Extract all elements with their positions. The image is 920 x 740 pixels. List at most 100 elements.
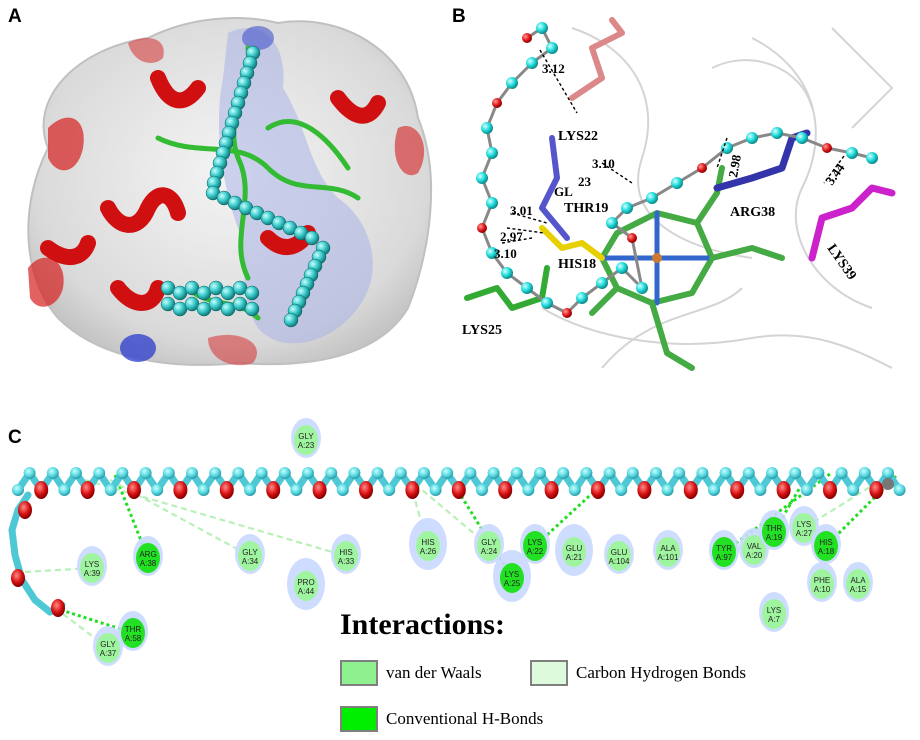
residue-disc xyxy=(96,633,120,663)
residue-discs: LYSA:39ARGA:38THRA:58GLYA:37GLYA:23GLYA:… xyxy=(77,418,873,666)
carbon-atom xyxy=(197,484,210,496)
hbond-dashes xyxy=(501,49,845,244)
oxygen-atom xyxy=(266,481,281,499)
carbon-atom xyxy=(568,484,581,496)
carbon-atom xyxy=(162,467,175,479)
panel-label-c: C xyxy=(8,427,22,448)
oxygen-atom xyxy=(51,599,65,617)
carbon-atom xyxy=(232,467,245,479)
oxygen-atom xyxy=(637,481,652,499)
ligand-atom xyxy=(304,230,320,246)
carbon-atom xyxy=(580,467,593,479)
interaction-line-r8 xyxy=(84,478,347,558)
residue-disc xyxy=(656,537,680,567)
oxygen-atom xyxy=(80,481,95,499)
residue-number: A:15 xyxy=(850,585,867,594)
residue-disc xyxy=(416,531,440,561)
oxygen-atom xyxy=(405,481,420,499)
carbon-atom xyxy=(336,484,349,496)
residue-disc xyxy=(477,531,501,561)
carbon-atom xyxy=(244,484,256,496)
oxygen-atom xyxy=(477,223,487,233)
carbon-atom xyxy=(441,467,454,479)
carbon-atom xyxy=(481,122,493,134)
oxygen-atom xyxy=(127,481,141,499)
legend-item-hbond: Conventional H-Bonds xyxy=(340,706,543,732)
residue-name: VAL xyxy=(747,542,762,551)
carbon-atom xyxy=(476,484,488,496)
ligand-chain xyxy=(476,22,878,318)
interaction-line-r20 xyxy=(824,474,898,548)
oxygen-atom xyxy=(359,481,373,499)
oxygen-atom xyxy=(562,308,572,318)
residue-name: LYS xyxy=(85,560,100,569)
interaction-line-r12 xyxy=(533,486,600,548)
carbon-atom xyxy=(576,292,588,304)
legend-label-hbond: Conventional H-Bonds xyxy=(386,709,544,728)
label-d298: 2.98 xyxy=(725,153,744,179)
residue-name: ALA xyxy=(850,576,866,585)
carbon-atom xyxy=(46,467,59,479)
carbon-atom xyxy=(621,202,633,214)
residue-disc xyxy=(607,541,631,571)
residue-disc xyxy=(742,535,766,565)
carbon-atom xyxy=(521,282,533,294)
carbon-atom xyxy=(603,467,616,479)
residue-number: A:97 xyxy=(716,553,733,562)
carbon-atom xyxy=(325,467,338,479)
carbon-atom xyxy=(534,467,546,479)
oxygen-atom xyxy=(34,481,49,499)
carbon-atom xyxy=(418,467,430,479)
carbon-atom xyxy=(506,77,518,89)
carbon-atom xyxy=(526,57,538,69)
ligand-atoms xyxy=(160,45,331,328)
carbon-atom xyxy=(429,484,442,496)
label-u23: 23 xyxy=(578,174,592,189)
carbon-atom xyxy=(255,467,268,479)
residue-disc xyxy=(238,541,262,571)
carbon-atom xyxy=(486,147,498,159)
oxygen-atom xyxy=(869,481,884,499)
legend-label-chb: Carbon Hydrogen Bonds xyxy=(576,663,746,682)
panel-b-binding-site: 3.12 LYS22 3.10 GL 23 THR19 3.01 2.97 3.… xyxy=(462,17,896,371)
residue-disc xyxy=(334,541,358,571)
label-d310a: 3.10 xyxy=(592,156,615,171)
carbon-atom xyxy=(789,467,802,479)
label-d301: 3.01 xyxy=(510,203,533,218)
residue-name: GLY xyxy=(481,538,497,547)
residue-number: A:101 xyxy=(658,553,679,562)
residue-name: PHE xyxy=(814,576,830,585)
label-lys25: LYS25 xyxy=(462,323,502,338)
legend-item-vdw: van der Waals xyxy=(340,660,482,686)
legend-item-chb: Carbon Hydrogen Bonds xyxy=(530,660,746,686)
carbon-atom xyxy=(671,177,683,189)
oxygen-atom xyxy=(776,481,791,499)
residue-number: A:39 xyxy=(84,569,101,578)
interaction-line-r6 xyxy=(109,479,251,557)
carbon-atom xyxy=(661,484,674,496)
carbon-atom xyxy=(394,467,407,479)
label-d310b: 3.10 xyxy=(494,246,517,261)
residue-disc xyxy=(500,563,524,593)
residue-name: GLY xyxy=(242,548,258,557)
oxygen-atom xyxy=(730,481,745,499)
legend-swatch-vdw xyxy=(340,660,378,686)
carbon-atom xyxy=(278,467,291,479)
carbon-atom xyxy=(606,217,618,229)
residue-disc xyxy=(523,531,547,561)
residue-disc xyxy=(294,425,318,455)
residue-disc xyxy=(80,553,104,583)
residue-number: A:18 xyxy=(818,547,835,556)
oxygen-atom xyxy=(219,481,234,499)
panel-c-interaction-map: LYSA:39ARGA:38THRA:58GLYA:37GLYA:23GLYA:… xyxy=(8,418,906,666)
legend-title: Interactions: xyxy=(340,608,505,641)
panel-label-b: B xyxy=(452,6,466,27)
label-d297: 2.97 xyxy=(500,229,523,244)
residue-disc xyxy=(814,531,838,561)
